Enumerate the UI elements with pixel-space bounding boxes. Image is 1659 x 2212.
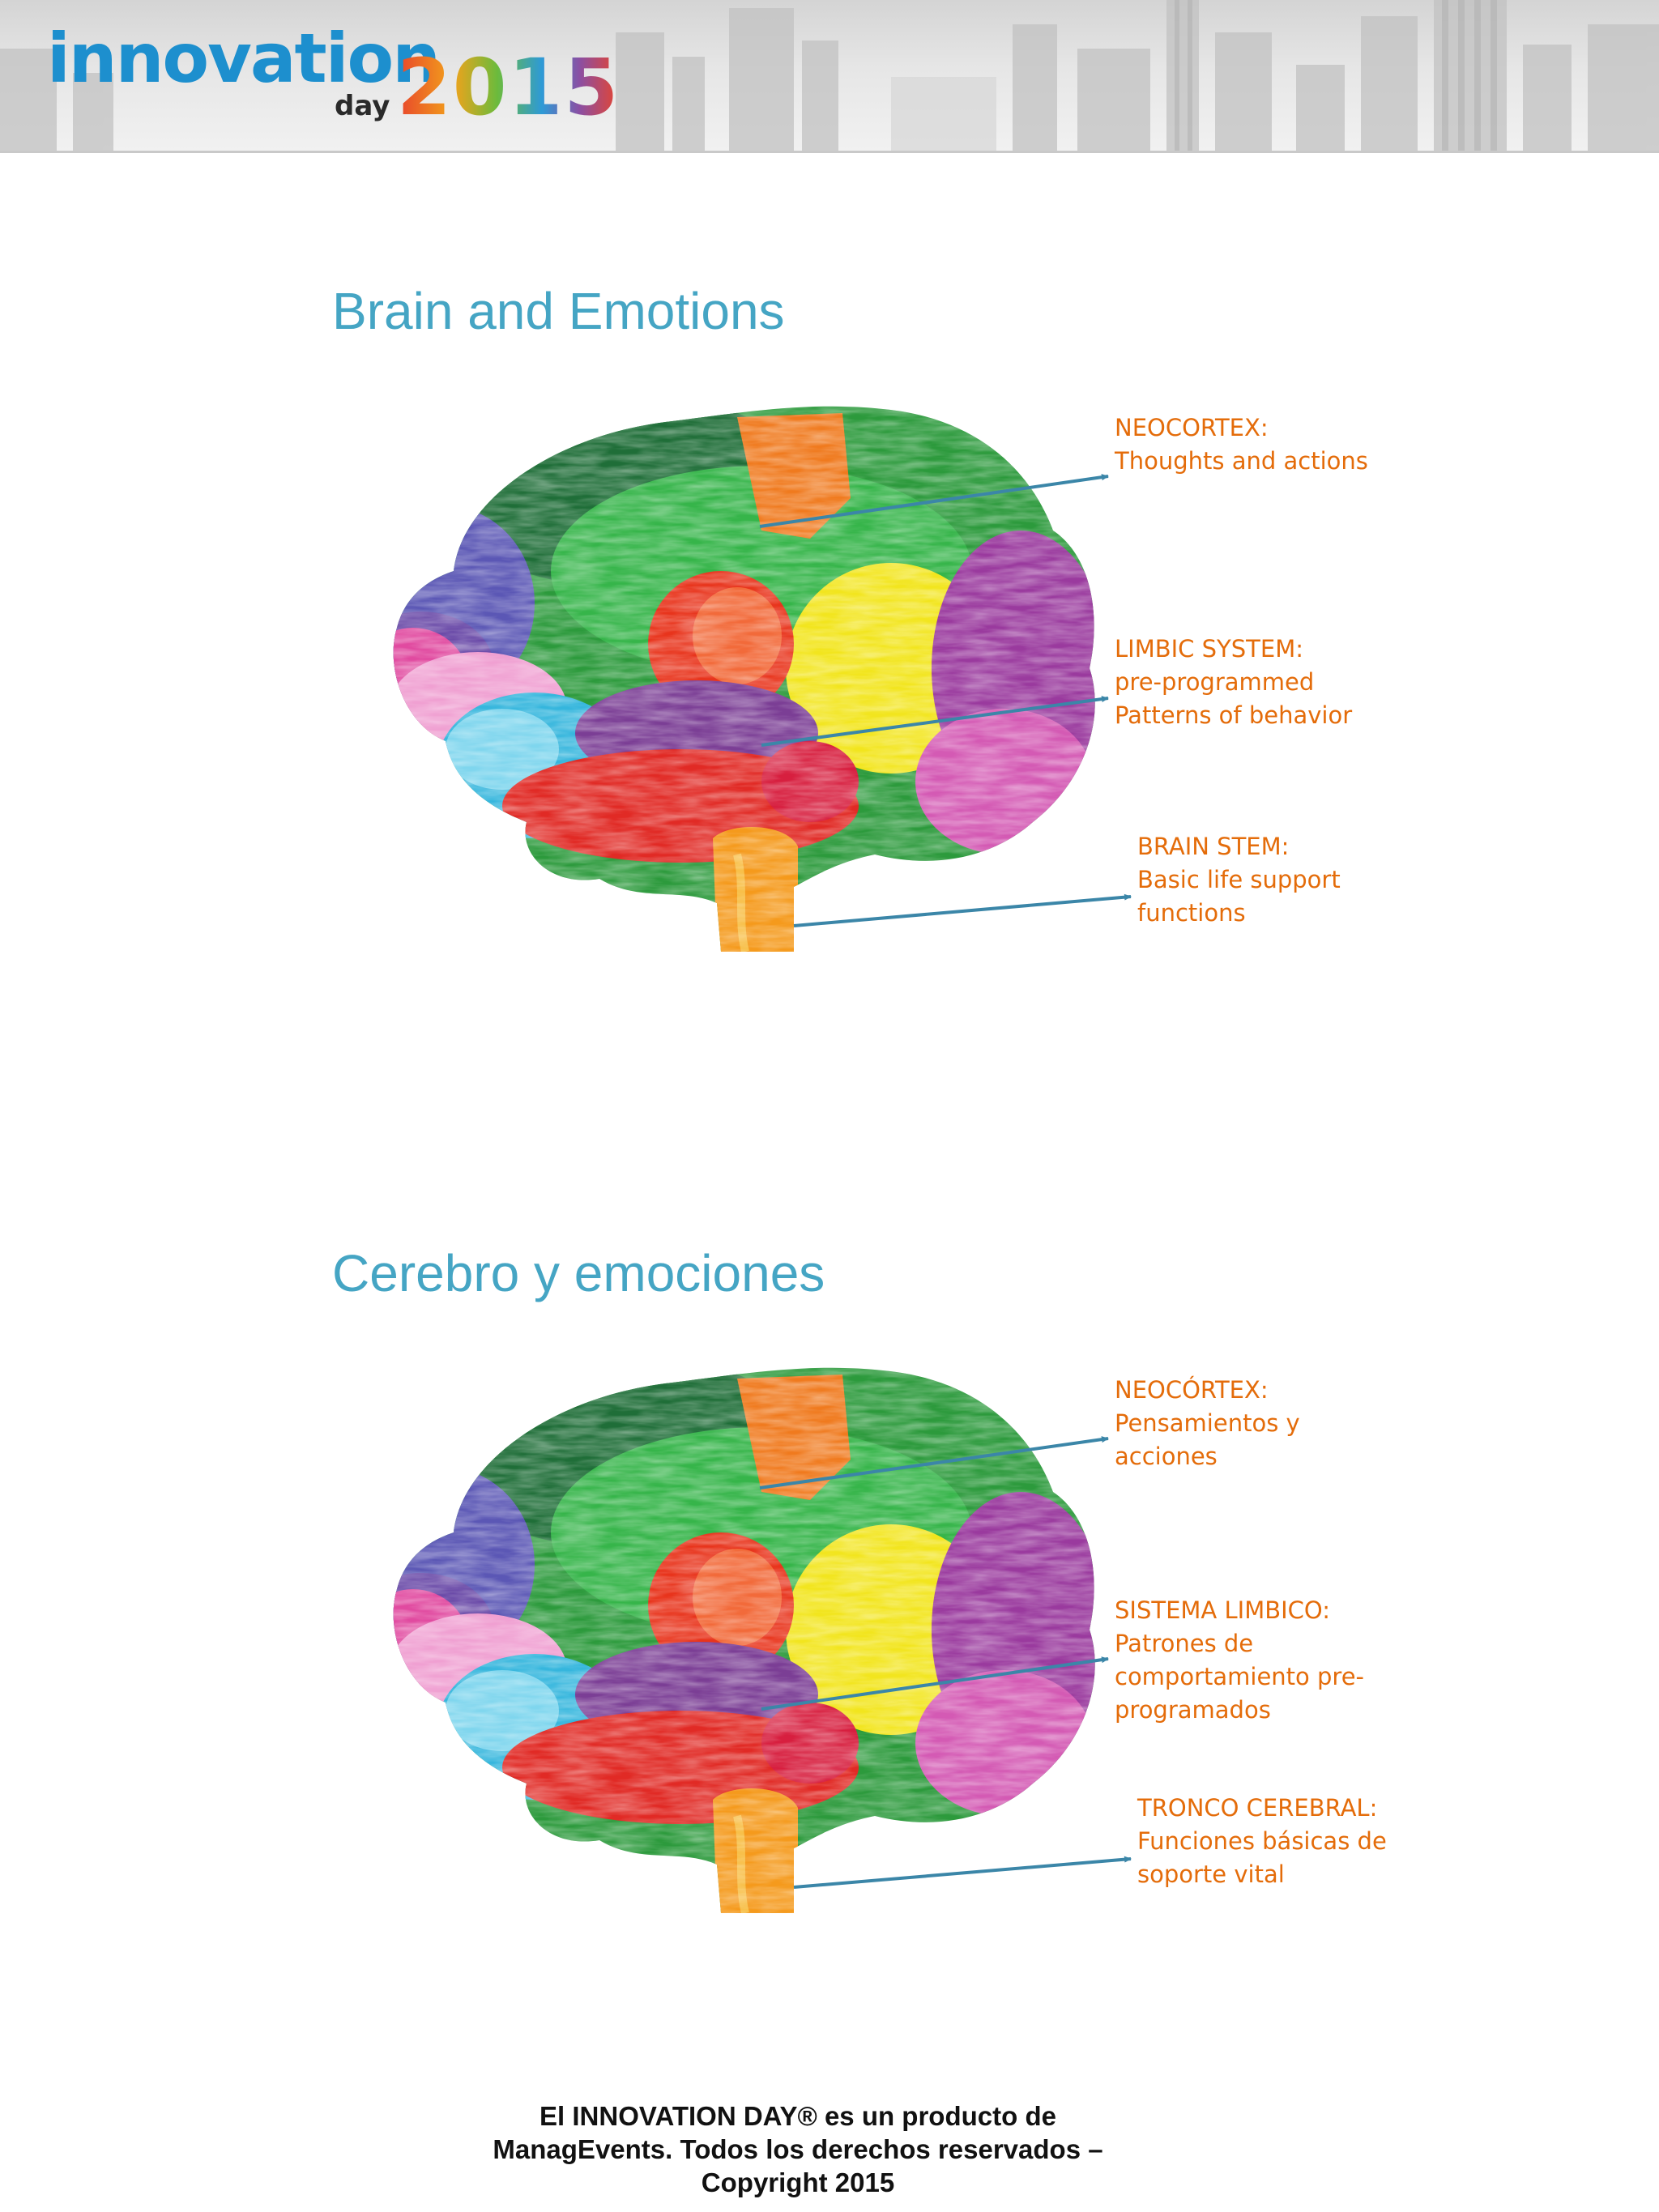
label-line: comportamiento pre- — [1115, 1663, 1365, 1690]
label-brain-stem: BRAIN STEM: Basic life support functions — [1137, 830, 1341, 930]
label-neocortex: NEOCORTEX: Thoughts and actions — [1115, 411, 1368, 478]
label-line: pre-programmed — [1115, 668, 1315, 696]
logo-year: 2015 — [397, 42, 621, 133]
slide-title-spanish: Cerebro y emociones — [332, 1244, 825, 1302]
label-heading: TRONCO CEREBRAL: — [1137, 1794, 1378, 1822]
label-line: Funciones básicas de — [1137, 1827, 1387, 1855]
logo-wordmark: innovation — [47, 19, 441, 98]
city-skyline-background — [0, 0, 1659, 151]
label-line: functions — [1137, 899, 1246, 927]
label-line: programados — [1115, 1696, 1271, 1724]
copyright-footer: El INNOVATION DAY® es un producto de Man… — [454, 2099, 1142, 2199]
footer-line: Copyright 2015 — [701, 2167, 895, 2197]
innovation-day-logo: innovation day 2015 — [47, 19, 618, 130]
label-line: Patterns of behavior — [1115, 701, 1353, 729]
label-heading: LIMBIC SYSTEM: — [1115, 635, 1304, 663]
label-heading: SISTEMA LIMBICO: — [1115, 1596, 1330, 1624]
logo-day-text: day — [335, 90, 390, 122]
label-line: Thoughts and actions — [1115, 447, 1368, 475]
header-banner: innovation day 2015 — [0, 0, 1659, 153]
label-heading: NEOCÓRTEX: — [1115, 1376, 1269, 1404]
footer-line: El INNOVATION DAY® es un producto de — [539, 2101, 1056, 2131]
label-heading: NEOCORTEX: — [1115, 414, 1269, 441]
label-heading: BRAIN STEM: — [1137, 833, 1290, 860]
footer-line: ManagEvents. Todos los derechos reservad… — [493, 2134, 1103, 2164]
brain-tractography-image — [356, 401, 1102, 952]
label-line: Patrones de — [1115, 1630, 1254, 1657]
label-line: Pensamientos y — [1115, 1409, 1300, 1437]
slide-title-english: Brain and Emotions — [332, 282, 785, 340]
label-neocortex: NEOCÓRTEX: Pensamientos y acciones — [1115, 1374, 1300, 1473]
brain-tractography-image — [356, 1362, 1102, 1913]
label-limbic-system: LIMBIC SYSTEM: pre-programmed Patterns o… — [1115, 633, 1352, 732]
label-line: acciones — [1115, 1443, 1218, 1470]
label-brain-stem: TRONCO CEREBRAL: Funciones básicas de so… — [1137, 1792, 1387, 1891]
label-limbic-system: SISTEMA LIMBICO: Patrones de comportamie… — [1115, 1594, 1364, 1727]
label-line: soporte vital — [1137, 1860, 1285, 1888]
label-line: Basic life support — [1137, 866, 1341, 893]
